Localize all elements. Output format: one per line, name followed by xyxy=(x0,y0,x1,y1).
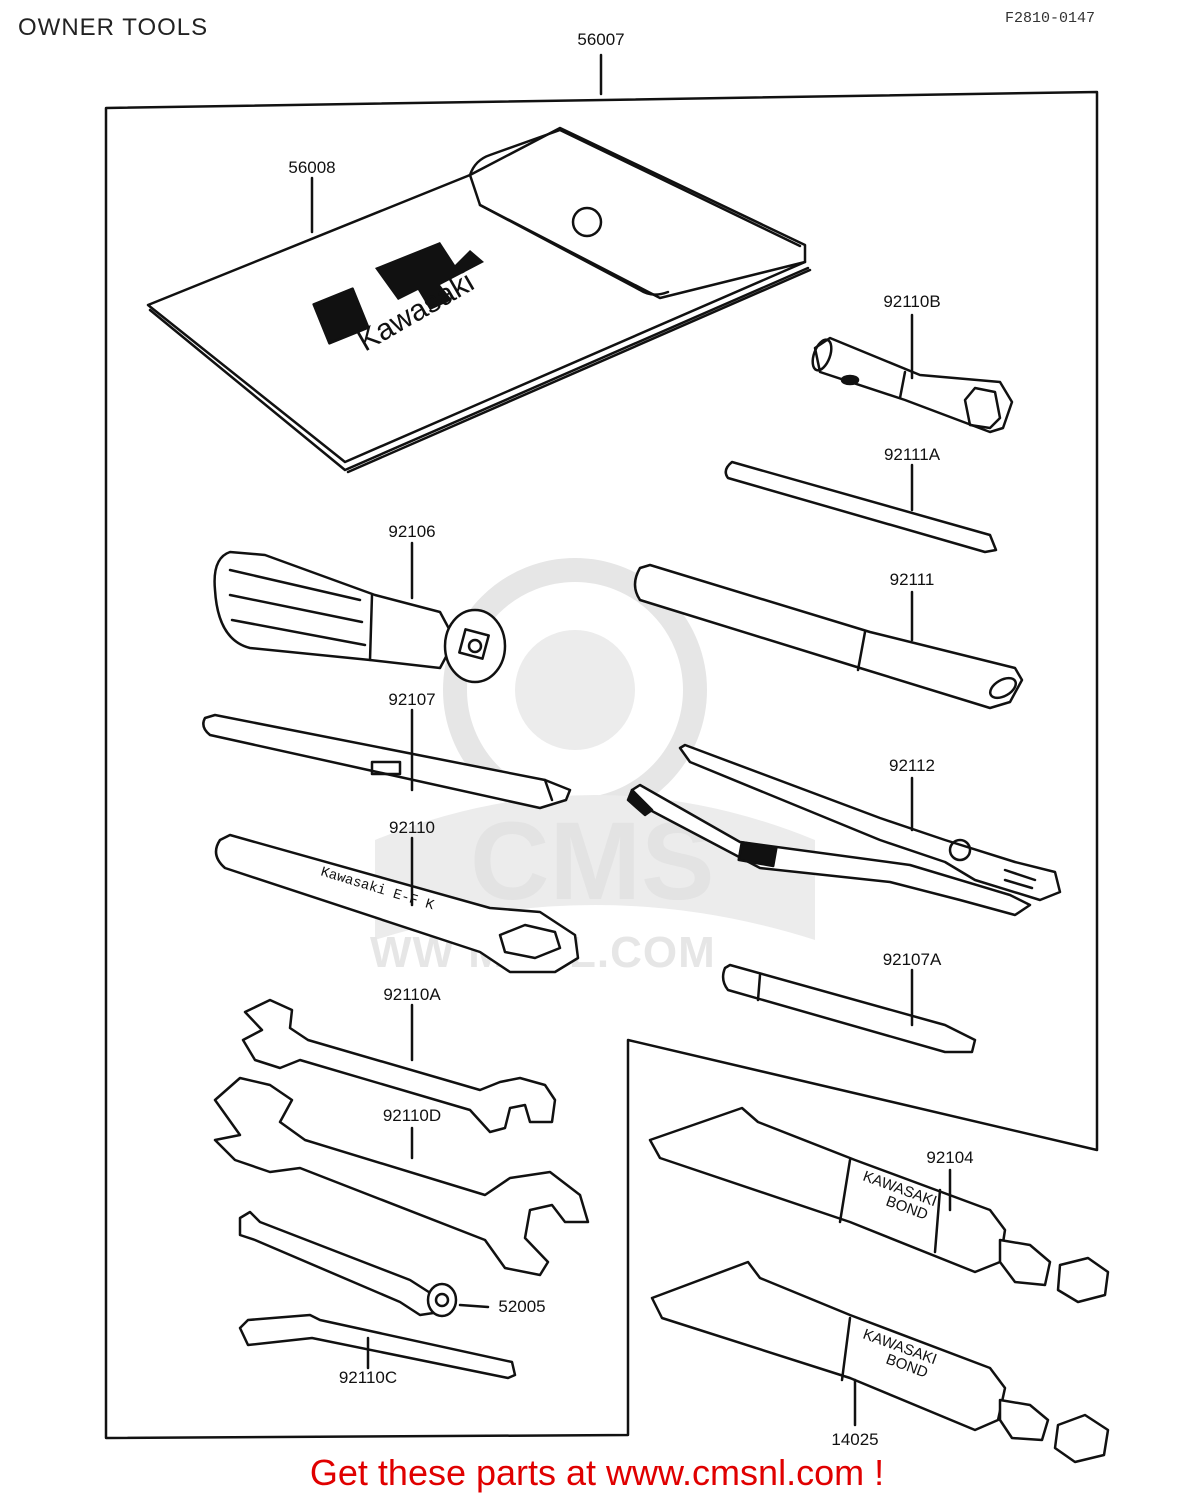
hex-key-92110C xyxy=(238,1313,517,1380)
callout-92110: 92110 xyxy=(388,818,436,837)
socket-wrench-92110B xyxy=(811,336,1014,434)
page-title: OWNER TOOLS xyxy=(18,14,209,41)
callout-92111: 92111 xyxy=(889,570,935,589)
bar-92111 xyxy=(633,563,1024,710)
callout-14025: 14025 xyxy=(831,1430,879,1449)
callout-56007: 56007 xyxy=(577,30,625,49)
callout-52005: 52005 xyxy=(498,1297,546,1316)
callout-92110B: 92110B xyxy=(883,292,941,311)
callout-92112: 92112 xyxy=(888,756,936,775)
wrench-92110A xyxy=(241,998,557,1134)
bond-tube-14025: KAWASAKI BOND xyxy=(650,1260,1110,1464)
footer-link[interactable]: Get these parts at www.cmsnl.com ! xyxy=(309,1452,885,1493)
callout-92107A: 92107A xyxy=(882,950,942,969)
screwdriver-bit-92107A xyxy=(721,963,977,1054)
callout-92104: 92104 xyxy=(926,1148,974,1167)
callout-56008: 56008 xyxy=(288,158,336,177)
screwdriver-bit-92107 xyxy=(202,713,572,810)
callout-92106: 92106 xyxy=(388,522,436,541)
pliers-92112 xyxy=(626,743,1062,917)
kit-outline xyxy=(104,90,1099,1440)
pouch-56008: Kawasaki xyxy=(146,126,812,474)
callout-92110C: 92110C xyxy=(338,1368,398,1387)
callout-92110D: 92110D xyxy=(382,1106,442,1125)
box-wrench-92110: Kawasaki E-F K xyxy=(214,833,580,974)
wrench-92110D xyxy=(213,1076,590,1277)
figure-id: F2810-0147 xyxy=(1005,10,1096,27)
callout-92107: 92107 xyxy=(388,690,436,709)
driver-52005 xyxy=(238,1210,458,1318)
screwdriver-handle-92106 xyxy=(213,550,507,684)
callout-92110A: 92110A xyxy=(383,985,441,1004)
callout-92111A: 92111A xyxy=(883,445,941,464)
bar-92111A xyxy=(724,460,998,554)
